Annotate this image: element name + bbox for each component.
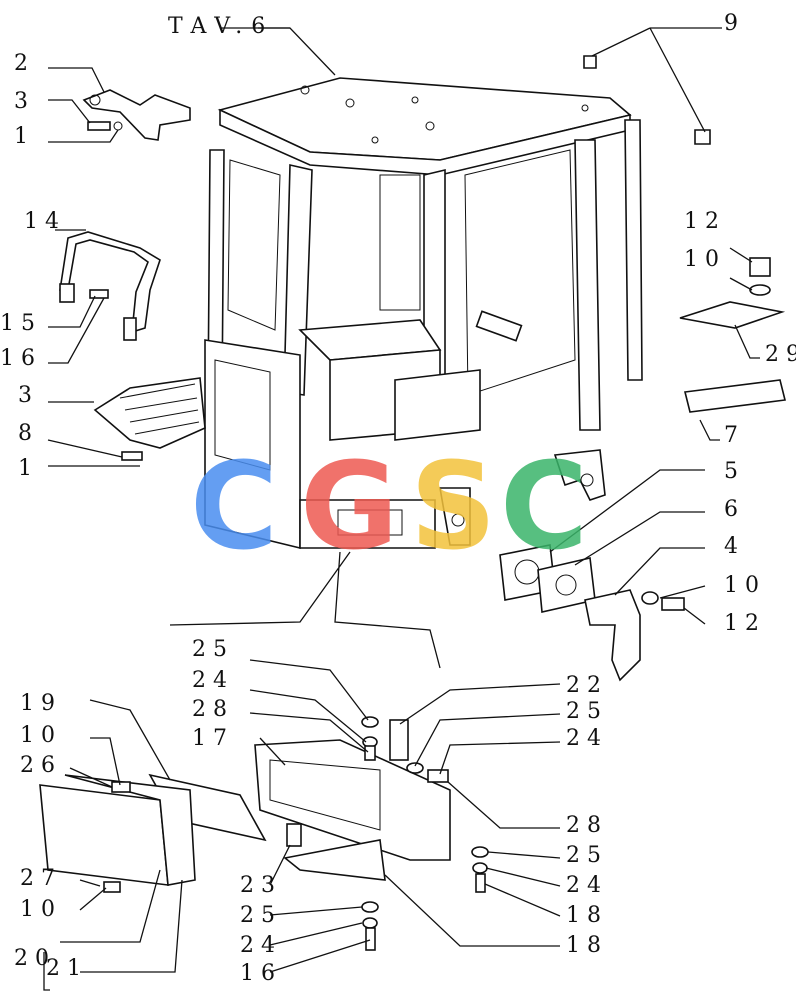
callout: 18 — [566, 933, 608, 958]
watermark-letter: S — [410, 438, 496, 577]
callout: 2 — [14, 51, 35, 76]
callout: 12 — [724, 611, 766, 636]
elbow-4 — [584, 589, 641, 682]
plate-18 — [283, 839, 386, 881]
bolt-9-a — [583, 55, 597, 69]
plate-29 — [679, 301, 786, 329]
reflector-7 — [684, 379, 786, 413]
callout: 29 — [765, 342, 796, 367]
callout: 24 — [240, 933, 282, 958]
electrical-box — [254, 739, 451, 861]
callout: 1 — [18, 456, 39, 481]
callout: 9 — [724, 11, 745, 36]
callout: 8 — [18, 421, 39, 446]
callout: 10 — [724, 573, 766, 598]
leader-lines — [43, 27, 760, 991]
washer-10 — [749, 284, 771, 296]
callout: 25 — [192, 637, 234, 662]
callout: 18 — [566, 903, 608, 928]
callout-labels: 2 3 1 9 14 12 10 29 15 16 3 8 1 7 5 6 4 … — [0, 11, 796, 986]
callout: 7 — [724, 423, 745, 448]
watermark-letter: G — [300, 438, 399, 577]
cab-assembly — [204, 77, 643, 550]
diagram-title: TAV.6 — [168, 14, 274, 39]
watermark-letter: C — [190, 438, 278, 577]
callout: 6 — [724, 497, 745, 522]
front-cowl — [299, 499, 436, 549]
watermark: C G S C — [190, 438, 588, 577]
callout: 27 — [20, 866, 62, 891]
watermark-letter: C — [500, 438, 588, 577]
access-step — [93, 377, 206, 461]
callout: 24 — [566, 873, 608, 898]
callout: 21 — [46, 956, 88, 981]
callout: 25 — [240, 903, 282, 928]
mirror-bracket — [82, 89, 191, 141]
callout: 3 — [18, 383, 39, 408]
callout: 14 — [24, 209, 66, 234]
pillar-rear-right — [574, 139, 601, 431]
callout: 19 — [20, 691, 62, 716]
bolt-12 — [749, 257, 771, 277]
callout: 25 — [566, 699, 608, 724]
grab-handle — [59, 231, 161, 341]
electrical-box-assembly — [39, 716, 489, 951]
callout: 24 — [566, 726, 608, 751]
connector-23 — [286, 823, 302, 847]
callout: 10 — [684, 247, 726, 272]
callout: 4 — [724, 534, 745, 559]
callout: 10 — [20, 723, 62, 748]
pillar-rear-far — [624, 119, 643, 381]
callout: 3 — [14, 89, 35, 114]
bolt-9-b — [694, 129, 711, 145]
callout: 26 — [20, 753, 62, 778]
callout: 25 — [566, 843, 608, 868]
callout: 12 — [684, 209, 726, 234]
callout: 17 — [192, 726, 234, 751]
callout: 16 — [240, 961, 282, 986]
callout: 10 — [20, 897, 62, 922]
callout: 5 — [724, 459, 745, 484]
callout: 28 — [566, 813, 608, 838]
pillar-front-mid — [283, 164, 313, 396]
callout: 22 — [566, 673, 608, 698]
callout: 1 — [14, 124, 35, 149]
callout: 15 — [0, 311, 42, 336]
callout: 24 — [192, 668, 234, 693]
callout: 16 — [0, 346, 42, 371]
bracket-22 — [389, 719, 409, 761]
callout: 20 — [14, 946, 56, 971]
callout: 23 — [240, 873, 282, 898]
callout: 28 — [192, 697, 234, 722]
